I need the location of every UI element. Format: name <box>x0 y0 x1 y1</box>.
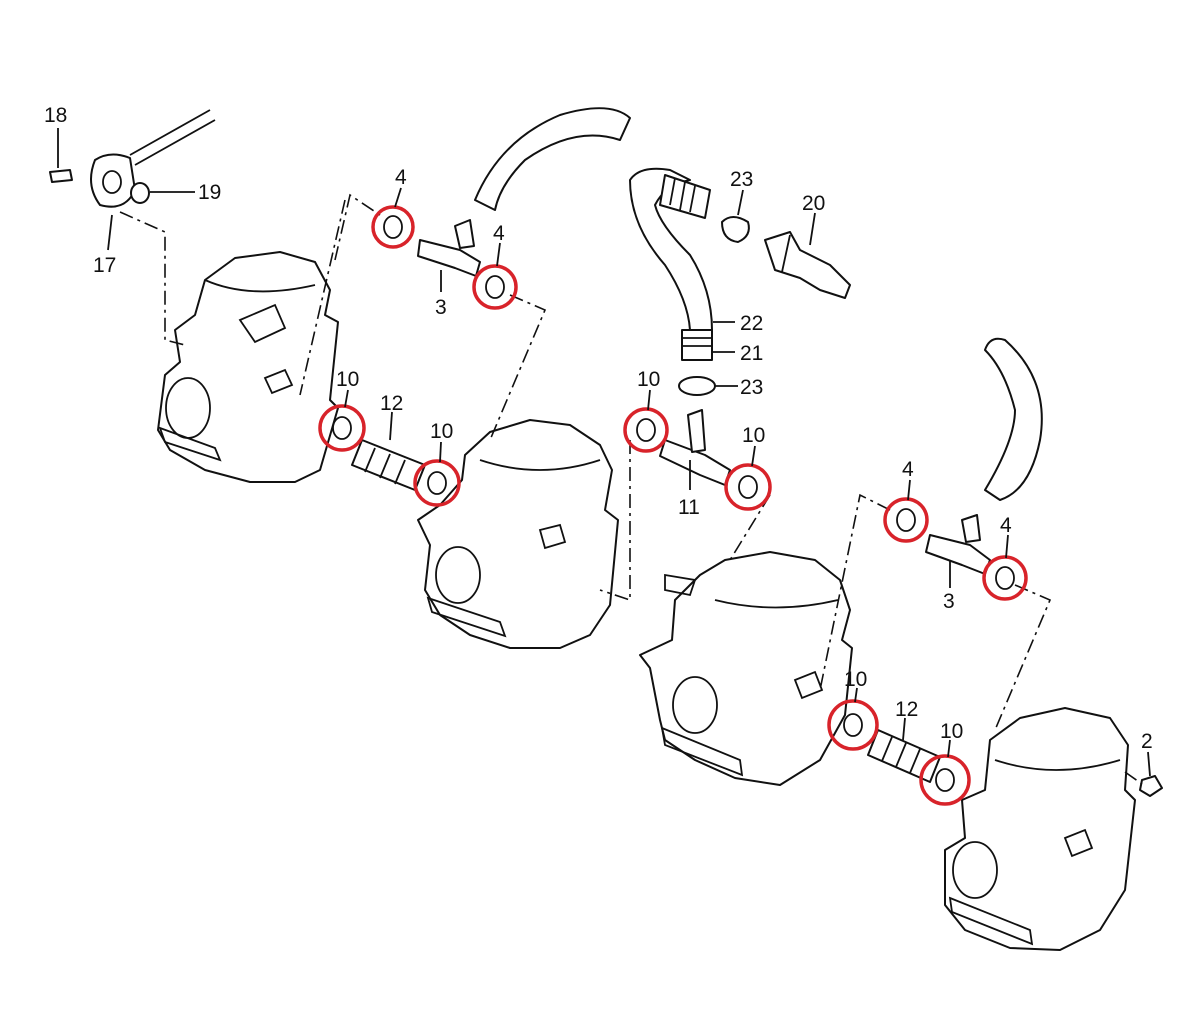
callout-10a: 10 <box>336 368 359 391</box>
callout-2: 2 <box>1141 730 1153 753</box>
callout-17: 17 <box>93 254 116 277</box>
clamp-23-bottom <box>678 376 716 396</box>
vent-hose-upper <box>474 107 631 211</box>
carburetor-4 <box>944 707 1136 951</box>
carburetor-2 <box>417 419 619 649</box>
callout-23-top: 23 <box>730 168 753 191</box>
t-fitting-3b <box>925 514 991 575</box>
cable-bracket-17 <box>49 109 216 208</box>
highlight-10c <box>623 407 669 453</box>
callout-21: 21 <box>740 342 763 365</box>
carburetor-3 <box>639 551 853 786</box>
callout-3a: 3 <box>435 296 447 319</box>
highlight-4b <box>472 264 518 310</box>
joint-pipe-12a <box>351 439 426 491</box>
nut-2 <box>1139 775 1163 797</box>
highlight-10a <box>318 404 366 452</box>
callout-20: 20 <box>802 192 825 215</box>
callout-10e: 10 <box>844 668 867 691</box>
bent-hose-22 <box>629 167 713 361</box>
o-rings <box>332 215 1015 792</box>
callout-4c: 4 <box>902 458 914 481</box>
callout-10d: 10 <box>742 424 765 447</box>
vent-hose-right <box>984 337 1043 501</box>
clamp-23-top <box>721 216 750 243</box>
callout-23-bottom: 23 <box>740 376 763 399</box>
callout-11: 11 <box>678 496 700 519</box>
callout-labels: 18 19 17 4 4 3 23 20 22 21 23 10 12 10 1… <box>44 104 1153 753</box>
highlight-10b <box>413 459 461 507</box>
callout-12b: 12 <box>895 698 918 721</box>
highlight-circles <box>318 205 1028 806</box>
assembly-lines <box>119 193 1143 785</box>
leader-lines <box>57 128 1151 777</box>
highlight-10d <box>724 463 772 511</box>
callout-4a: 4 <box>395 166 407 189</box>
highlight-10e <box>827 699 879 751</box>
callout-3b: 3 <box>943 590 955 613</box>
highlight-10f <box>919 754 971 806</box>
callout-4d: 4 <box>1000 514 1012 537</box>
callout-18: 18 <box>44 104 67 127</box>
valve-20 <box>764 231 851 299</box>
carburetor-1 <box>157 251 339 483</box>
t-fitting-3a <box>417 219 481 277</box>
callout-12a: 12 <box>380 392 403 415</box>
highlight-4d <box>982 555 1028 601</box>
callout-4b: 4 <box>493 222 505 245</box>
callout-10f: 10 <box>940 720 963 743</box>
highlight-4c <box>883 497 929 543</box>
callout-10c: 10 <box>637 368 660 391</box>
t-fitting-11 <box>659 409 731 486</box>
callout-19: 19 <box>198 181 221 204</box>
callout-10b: 10 <box>430 420 453 443</box>
callout-22: 22 <box>740 312 763 335</box>
highlight-4a <box>371 205 415 249</box>
